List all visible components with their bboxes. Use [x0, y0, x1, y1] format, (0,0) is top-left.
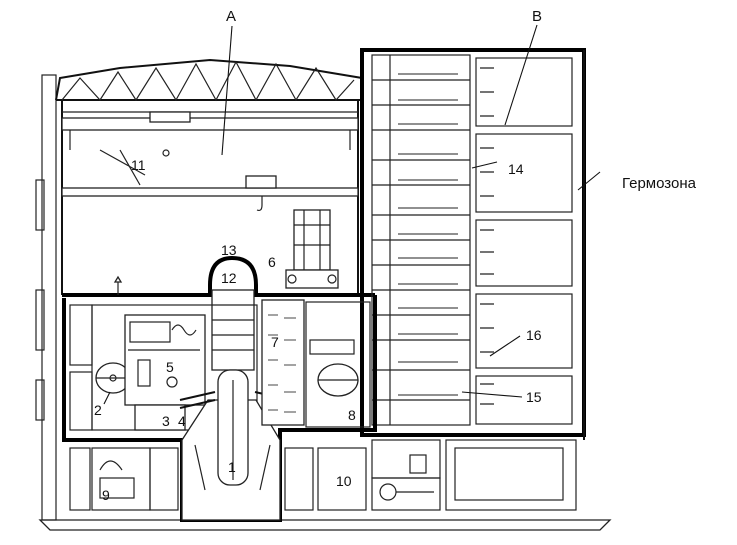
label-2: 2 [94, 402, 102, 418]
left-wall-detail [35, 379, 45, 421]
lower-crane-beam [61, 187, 359, 197]
lower-rooms [69, 439, 577, 511]
label-9: 9 [102, 487, 110, 503]
label-1: 1 [228, 459, 236, 475]
pump-room [124, 314, 206, 406]
label-10: 10 [336, 473, 352, 489]
label-b: B [532, 8, 543, 25]
label-15: 15 [526, 389, 542, 405]
rack-rows [372, 55, 470, 425]
containment-zone-label: Гермозона [622, 175, 696, 192]
label-a: A [226, 8, 237, 25]
label-11: 11 [131, 157, 146, 173]
label-8: 8 [348, 407, 356, 423]
upper-unit [211, 289, 255, 371]
label-4: 4 [178, 413, 186, 429]
label-5: 5 [166, 359, 174, 375]
refueling-machine [293, 209, 331, 271]
left-wall-detail [35, 179, 45, 231]
reactor-dome [208, 255, 258, 295]
roof-truss-web [61, 60, 355, 102]
label-14: 14 [508, 161, 524, 177]
label-3: 3 [162, 413, 170, 429]
label-16: 16 [526, 327, 542, 343]
label-13: 13 [221, 242, 237, 258]
label-6: 6 [268, 254, 276, 270]
upper-crane-beam [61, 117, 359, 131]
left-outer-wall [41, 74, 57, 521]
label-7: 7 [271, 334, 279, 350]
label-12: 12 [221, 270, 237, 286]
leader-lines [103, 24, 601, 405]
service-block [360, 48, 586, 437]
roof-truss [55, 58, 363, 101]
right-compartments [475, 57, 573, 425]
ground-base [38, 519, 612, 531]
left-wall-detail [35, 289, 45, 351]
spent-fuel-pool [261, 299, 305, 426]
